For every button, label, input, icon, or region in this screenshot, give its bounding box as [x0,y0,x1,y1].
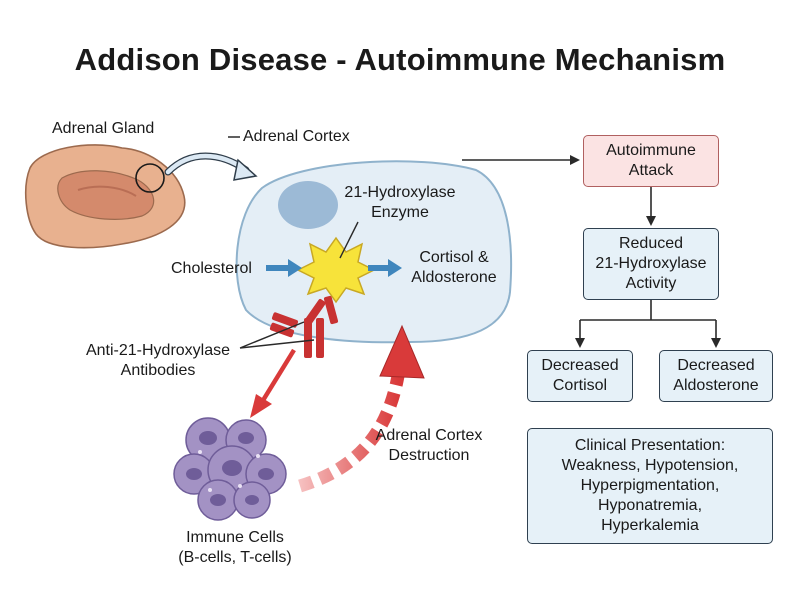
decreased-cortisol-box: Decreased Cortisol [527,350,633,402]
clinical-presentation-box: Clinical Presentation: Weakness, Hypoten… [527,428,773,544]
decreased-aldosterone-box: Decreased Aldosterone [659,350,773,402]
destruction-arrowhead [379,324,425,379]
antibody-pointer [239,321,315,349]
destruction-label: Adrenal Cortex Destruction [375,427,483,464]
adrenal-gland-inner [57,170,155,220]
diagram-title: Addison Disease - Autoimmune Mechanism [74,42,726,77]
zoom-circle [135,163,165,193]
antibody-to-immune-arrow [260,348,296,404]
reduced-activity-box: Reduced 21-Hydroxylase Activity [583,228,719,300]
immune-cells-label: Immune Cells (B-cells, T-cells) [178,529,292,566]
cholesterol-label: Cholesterol [171,260,252,277]
adrenal-cortex-label: Adrenal Cortex [243,128,350,145]
enzyme-label: 21-Hydroxylase Enzyme [344,184,456,221]
antibody-icon [269,295,339,358]
autoimmune-attack-box: Autoimmune Attack [583,135,719,187]
enzyme-pointer [339,221,359,259]
immune-cells-illustration [173,417,287,521]
destruction-arrow [298,374,405,493]
antibodies-label: Anti-21-Hydroxylase Antibodies [85,342,231,379]
adrenal-gland-label: Adrenal Gland [52,120,155,137]
cell-nucleus [278,181,338,229]
enzyme-star [296,236,376,304]
products-label: Cortisol & Aldosterone [411,249,497,286]
adrenal-gland-illustration [24,144,186,249]
